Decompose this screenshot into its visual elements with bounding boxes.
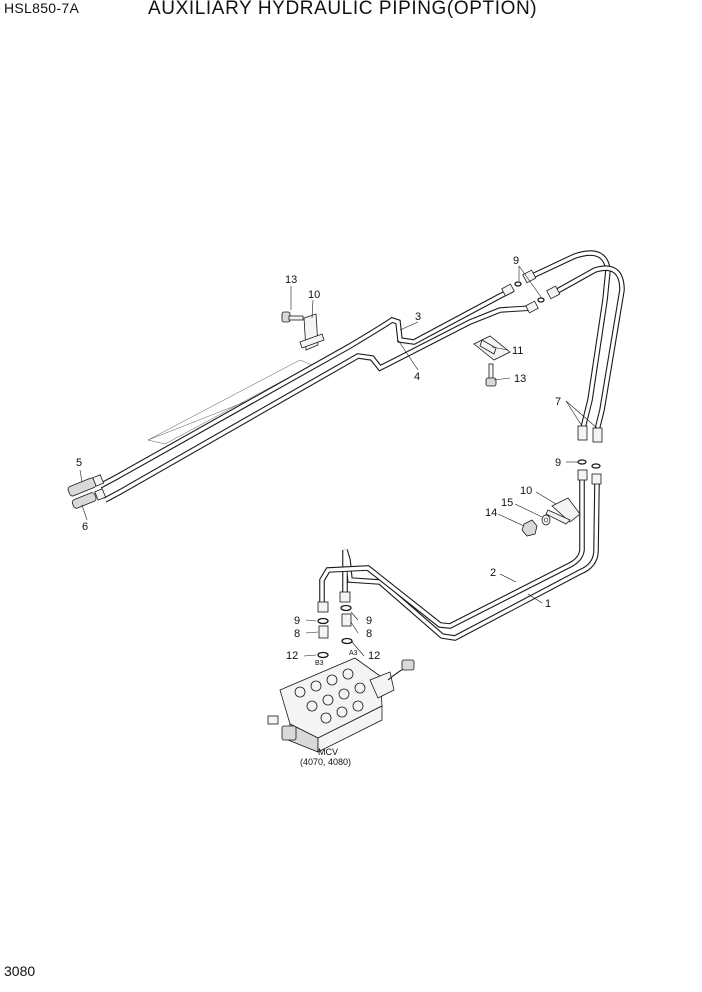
page-title: AUXILIARY HYDRAULIC PIPING(OPTION) (148, 0, 538, 19)
fitting-right (577, 425, 603, 485)
leader-lines (79, 265, 598, 657)
mcv-models: (4070, 4080) (300, 757, 351, 767)
pipe-3 (98, 287, 514, 489)
clamp-10-top (299, 313, 325, 351)
clamp-11 (473, 335, 511, 361)
callout-14: 14 (485, 507, 497, 519)
pipe-4 (103, 305, 533, 503)
callout-2: 2 (490, 567, 496, 579)
washer-15 (541, 514, 551, 526)
coupler-5 (67, 474, 105, 497)
port-label-b3: B3 (315, 660, 324, 667)
bolt-13-right (485, 363, 497, 387)
model-code: HSL850-7A (4, 0, 80, 16)
callout-9: 9 (555, 457, 561, 469)
callout-13: 13 (514, 373, 526, 385)
mcv-fittings (317, 591, 353, 659)
bolt-13-top (281, 311, 304, 323)
callout-15: 15 (501, 497, 513, 509)
callout-9: 9 (294, 615, 300, 627)
pipe-7 (526, 250, 625, 431)
callout-7: 7 (555, 396, 561, 408)
callout-labels: 13 10 9 3 11 4 13 7 9 5 6 10 15 14 2 1 9… (76, 255, 561, 767)
pipe-1 (342, 481, 600, 641)
callout-6: 6 (82, 521, 88, 533)
fitting-top (501, 269, 561, 314)
callout-3: 3 (415, 311, 421, 323)
clamp-10-right (545, 497, 581, 525)
page-number: 3080 (4, 963, 36, 979)
callout-10: 10 (308, 289, 320, 301)
callout-9: 9 (366, 615, 372, 627)
callout-1: 1 (545, 598, 551, 610)
port-label-a3: A3 (349, 650, 358, 657)
mcv-label: MCV (318, 747, 338, 757)
callout-5: 5 (76, 457, 82, 469)
mcv-valve (267, 657, 415, 753)
callout-11: 11 (512, 345, 523, 357)
callout-12: 12 (286, 650, 298, 662)
coupler-6 (71, 488, 107, 509)
callout-12: 12 (368, 650, 380, 662)
nut-14 (521, 519, 538, 537)
pipe-2 (319, 478, 585, 629)
callout-10: 10 (520, 485, 532, 497)
callout-8: 8 (294, 628, 300, 640)
callout-8: 8 (366, 628, 372, 640)
callout-9: 9 (513, 255, 519, 267)
callout-13: 13 (285, 274, 297, 286)
callout-4: 4 (414, 371, 420, 383)
